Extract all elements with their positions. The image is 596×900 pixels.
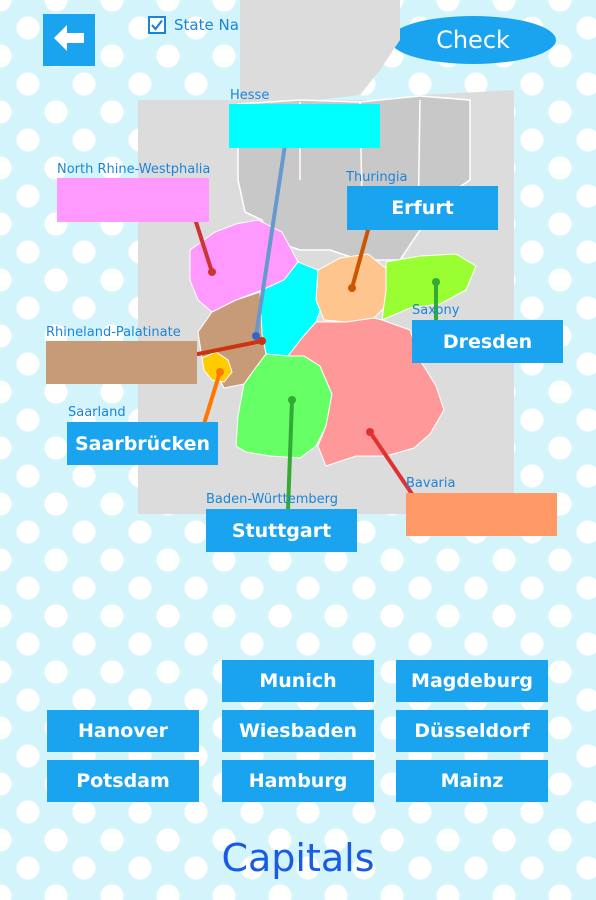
state-label-bw: Baden-Württemberg	[206, 492, 338, 507]
state-label-saarland: Saarland	[68, 405, 126, 420]
answer-slot-bw[interactable]: Stuttgart	[206, 509, 357, 552]
state-saarland-shape[interactable]	[201, 351, 233, 383]
answer-slot-hesse[interactable]	[229, 104, 380, 148]
state-label-nrw: North Rhine-Westphalia	[57, 162, 211, 177]
answer-slot-saxony[interactable]: Dresden	[412, 320, 563, 363]
choice-hanover[interactable]: Hanover	[47, 710, 199, 752]
choice-wiesbaden[interactable]: Wiesbaden	[222, 710, 374, 752]
answer-slot-saarland[interactable]: Saarbrücken	[67, 422, 218, 465]
choice-potsdam[interactable]: Potsdam	[47, 760, 199, 802]
answer-slot-bavaria[interactable]	[406, 493, 557, 536]
state-saxony-shape[interactable]	[381, 253, 477, 321]
choice-mainz[interactable]: Mainz	[396, 760, 548, 802]
leader-line-saarland	[202, 370, 222, 426]
state-label-thuringia: Thuringia	[346, 170, 408, 185]
state-label-rlp: Rhineland-Palatinate	[46, 325, 181, 340]
choice-munich[interactable]: Munich	[222, 660, 374, 702]
arrow-left-icon	[52, 23, 86, 57]
leader-line-thuringia	[350, 228, 370, 290]
choice-dusseldorf[interactable]: Düsseldorf	[396, 710, 548, 752]
answer-slot-rlp[interactable]	[46, 341, 197, 384]
check-button[interactable]: Check	[390, 16, 556, 64]
leader-line-nrw	[194, 220, 214, 274]
state-bavaria-shape[interactable]	[286, 317, 445, 467]
leader-line-hesse	[254, 143, 287, 338]
choice-hamburg[interactable]: Hamburg	[222, 760, 374, 802]
answer-slot-thuringia[interactable]: Erfurt	[347, 186, 498, 230]
map-states	[189, 219, 477, 467]
page-title: Capitals	[221, 836, 375, 880]
state-label-saxony: Saxony	[412, 303, 460, 318]
anchor-dots	[208, 268, 440, 436]
leader-line-bavaria	[368, 430, 414, 496]
answer-slot-nrw[interactable]	[57, 178, 209, 222]
checkmark-icon	[151, 19, 163, 31]
leader-lines	[194, 143, 438, 512]
leader-line-bw	[286, 398, 294, 512]
state-label-hesse: Hesse	[230, 88, 270, 103]
state-label-bavaria: Bavaria	[406, 476, 456, 491]
state-names-checkbox[interactable]	[148, 16, 166, 34]
choice-magdeburg[interactable]: Magdeburg	[396, 660, 548, 702]
leader-line-rlp	[196, 339, 264, 356]
back-button[interactable]	[43, 14, 95, 66]
